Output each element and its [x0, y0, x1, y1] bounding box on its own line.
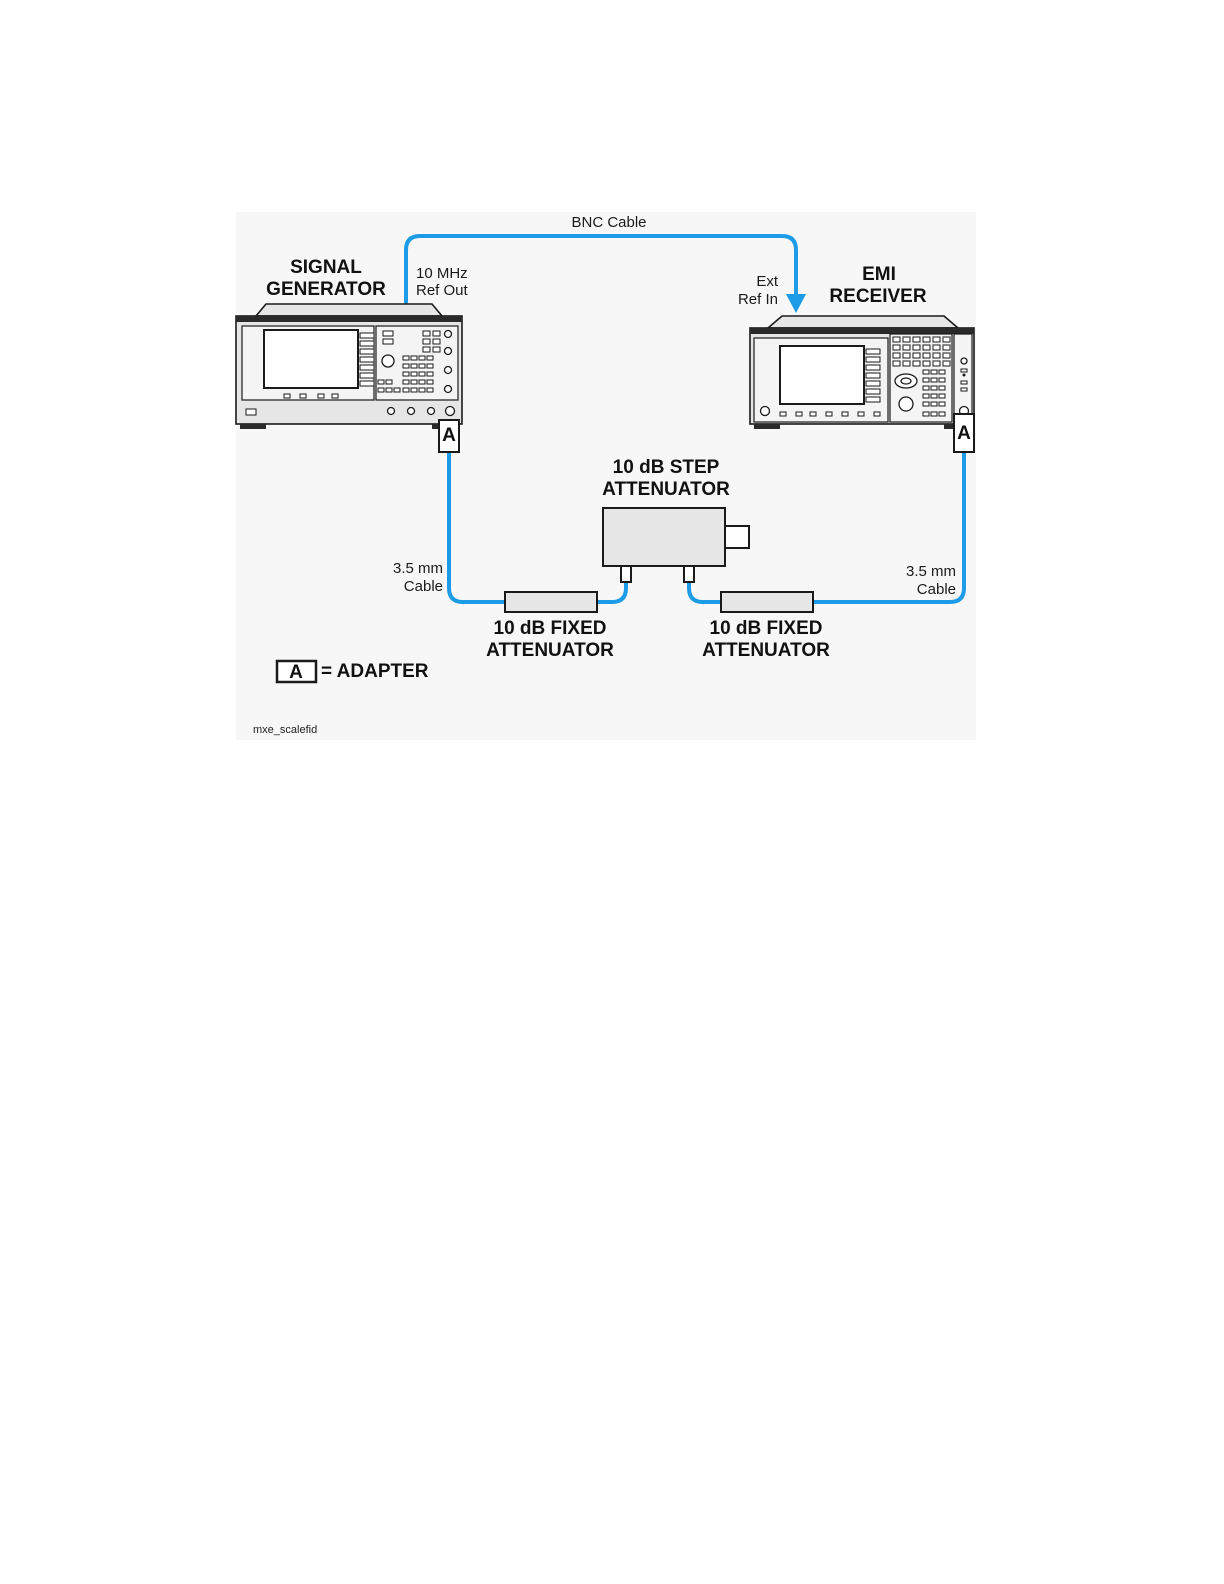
step-attenuator-title-line2: ATTENUATOR — [602, 479, 730, 500]
emi-receiver-title-line1: EMI — [862, 264, 896, 285]
emi-receiver-title-line2: RECEIVER — [829, 286, 926, 307]
right-fixed-attenuator-title-line2: ATTENUATOR — [702, 640, 830, 661]
ref-out-label-line2: Ref Out — [416, 282, 469, 299]
signal-generator — [236, 304, 462, 429]
sg-display — [264, 330, 358, 388]
bnc-cable-label: BNC Cable — [571, 214, 646, 231]
ref-out-label-line1: 10 MHz — [416, 265, 468, 282]
right-cable-label-line1: 3.5 mm — [906, 563, 956, 580]
ext-ref-in-label-line2: Ref In — [738, 291, 778, 308]
emi-adapter-letter: A — [957, 423, 971, 444]
right-fixed-attenuator-title-line1: 10 dB FIXED — [710, 618, 823, 639]
emi-softkeys — [866, 349, 880, 402]
emi-adapter: A — [954, 414, 974, 452]
signal-generator-title-line2: GENERATOR — [266, 279, 386, 300]
left-fixed-attenuator — [505, 592, 597, 612]
ext-ref-in-label-line1: Ext — [756, 273, 779, 290]
left-fixed-attenuator-title-line2: ATTENUATOR — [486, 640, 614, 661]
sg-softkeys — [360, 333, 374, 386]
step-attenuator-port-right — [684, 566, 694, 582]
figure-id-label: mxe_scalefid — [253, 724, 317, 736]
emi-receiver — [750, 316, 974, 429]
left-fixed-attenuator-title-line1: 10 dB FIXED — [494, 618, 607, 639]
step-attenuator-title-line1: 10 dB STEP — [613, 457, 720, 478]
adapter-legend: A = ADAPTER — [277, 661, 429, 683]
step-attenuator-port-left — [621, 566, 631, 582]
signal-generator-title-line1: SIGNAL — [290, 257, 362, 278]
legend-adapter-letter: A — [289, 662, 303, 683]
emi-display — [780, 346, 864, 404]
sg-adapter: A — [439, 420, 459, 452]
left-cable-label-line1: 3.5 mm — [393, 560, 443, 577]
legend-adapter-text: = ADAPTER — [321, 661, 429, 682]
right-fixed-attenuator — [721, 592, 813, 612]
left-cable-label-line2: Cable — [404, 578, 443, 595]
sg-adapter-letter: A — [442, 425, 456, 446]
right-cable-label-line2: Cable — [917, 581, 956, 598]
